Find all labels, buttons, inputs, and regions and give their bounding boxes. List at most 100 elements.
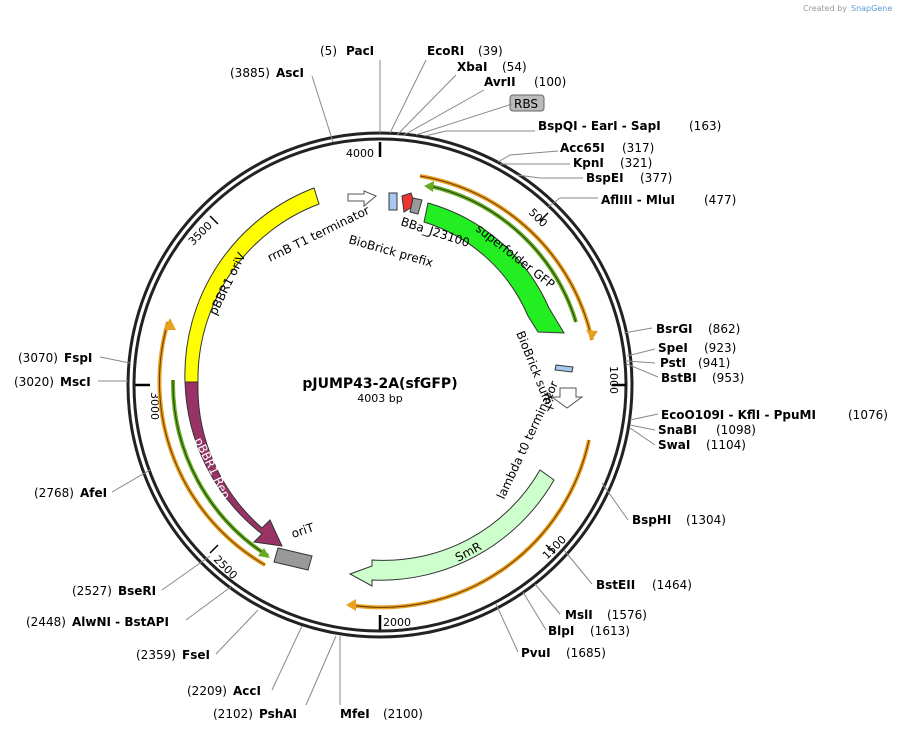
biobrick-prefix-label: BioBrick prefix [347, 232, 435, 269]
biobrick-prefix-feature [388, 192, 398, 211]
orf-arrow-rep-outer [164, 318, 176, 330]
site-bsphi-name: BspHI [632, 513, 671, 527]
site-bspqi-name: BspQI - EarI - SapI [538, 119, 661, 133]
lambda-terminator-feature [550, 387, 584, 409]
pbbr1-rep-feature [184, 381, 283, 547]
pbbr1-oriv-feature [184, 187, 320, 383]
site-kpni-pos: (321) [620, 156, 652, 170]
orf-arc-smr-core [349, 439, 590, 608]
site-msci-pos: (3020) [14, 375, 54, 389]
smr-feature [348, 469, 555, 587]
site-acci-name: AccI [233, 684, 261, 698]
lead-rbs [415, 103, 513, 136]
lead-alwni [185, 585, 233, 621]
site-ecori-name: EcoRI [427, 44, 464, 58]
site-paci-pos: (5) [320, 44, 337, 58]
lead-ecoo109i [629, 413, 659, 421]
site-afliii-pos: (477) [704, 193, 736, 207]
lead-asci [311, 75, 334, 143]
biobrick-suffix-feature [554, 364, 574, 373]
site-alwni-name: AlwNI - BstAPI [72, 615, 169, 629]
site-bsteii-pos: (1464) [652, 578, 692, 592]
tick-4000: 4000 [346, 147, 374, 160]
site-ecoo109i-name: EcoO109I - KflI - PpuMI [661, 408, 816, 422]
site-paci-name: PacI [346, 44, 374, 58]
smr-label: SmR [453, 539, 484, 564]
lead-bsteii [563, 549, 593, 585]
site-bspei-pos: (377) [640, 171, 672, 185]
site-bsteii-name: BstEII [596, 578, 635, 592]
tick-3500: 3500 [186, 219, 215, 248]
site-spei-pos: (923) [704, 341, 736, 355]
orf-arrow-rep-inner [258, 548, 270, 558]
lead-psti [626, 360, 656, 364]
lead-blpi [522, 591, 547, 631]
site-asci-pos: (3885) [230, 66, 270, 80]
site-snabi-name: SnaBI [658, 423, 697, 437]
site-bstbi-name: BstBI [661, 371, 697, 385]
site-bseri-name: BseRI [118, 584, 156, 598]
lead-swai [629, 427, 656, 446]
rbs-label: RBS [514, 97, 538, 111]
plasmid-name: pJUMP43-2A(sfGFP) [302, 376, 457, 392]
lead-fsei [215, 609, 259, 655]
lead-afei [111, 469, 151, 493]
lead-ecori [389, 59, 427, 134]
lead-bsphi [601, 482, 629, 521]
site-msci-name: MscI [60, 375, 91, 389]
site-xbai-pos: (54) [502, 60, 527, 74]
tick-500: 500 [526, 206, 550, 230]
site-bsrgi-pos: (862) [708, 322, 740, 336]
lead-pshai [305, 635, 337, 706]
orf-arrow-gfp-outer [586, 330, 598, 340]
site-pvui-pos: (1685) [566, 646, 606, 660]
lead-acc65i [497, 150, 559, 163]
site-mfei-pos: (2100) [383, 707, 423, 721]
lead-msli [534, 583, 561, 615]
orit-label: oriT [290, 520, 317, 541]
tick-3000: 3000 [148, 392, 161, 420]
tick-2000: 2000 [383, 616, 411, 629]
site-afliii-name: AflIII - MluI [601, 193, 675, 207]
site-fsei-pos: (2359) [136, 648, 176, 662]
snapgene-logo: SnapGene [851, 4, 892, 13]
orf-arc-gfp-inner-core [429, 185, 577, 323]
orf-arc-rep-outer-core [158, 321, 266, 566]
site-acc65i-pos: (317) [622, 141, 654, 155]
site-mfei-name: MfeI [340, 707, 370, 721]
orf-arc-gfp-outer-core [419, 175, 593, 341]
site-ecori-pos: (39) [478, 44, 503, 58]
site-afei-pos: (2768) [34, 486, 74, 500]
rbs-feature [409, 197, 423, 215]
site-alwni-pos: (2448) [26, 615, 66, 629]
orf-arc-rep-inner-core [172, 379, 269, 557]
site-fsei-name: FseI [182, 648, 210, 662]
site-swai-pos: (1104) [706, 438, 746, 452]
site-asci-name: AscI [276, 66, 304, 80]
ticks [135, 142, 626, 630]
site-avrii-pos: (100) [534, 75, 566, 89]
tick-1000: 1000 [607, 366, 620, 394]
sfgfp-feature [423, 202, 565, 334]
lead-acci [271, 625, 303, 691]
lead-bspqi [424, 130, 535, 137]
rrnb-terminator-feature [347, 190, 377, 208]
site-bspei-name: BspEI [586, 171, 624, 185]
lead-pvui [495, 603, 519, 653]
lead-spei [626, 348, 656, 357]
orf-arrow-smr [346, 599, 356, 611]
site-psti-pos: (941) [698, 356, 730, 370]
tick-500-mark [539, 212, 549, 222]
site-spei-name: SpeI [658, 341, 688, 355]
lead-afliii [547, 197, 598, 208]
lead-bsrgi [623, 327, 653, 334]
lead-bseri [161, 555, 211, 591]
tick-2500-mark [209, 544, 219, 554]
site-ecoo109i-pos: (1076) [848, 408, 888, 422]
site-blpi-pos: (1613) [590, 624, 630, 638]
tick-1500-mark [545, 544, 556, 554]
lead-bspei [516, 174, 583, 179]
site-xbai-name: XbaI [457, 60, 487, 74]
site-fspi-pos: (3070) [18, 351, 58, 365]
